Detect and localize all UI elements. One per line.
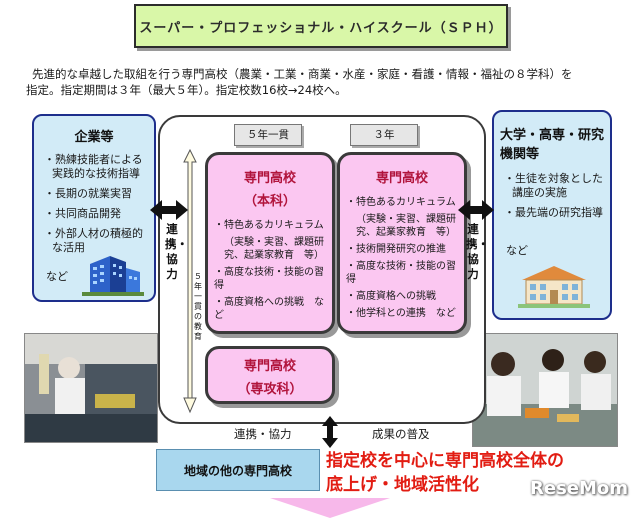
- workshop-photo-image: [25, 334, 157, 442]
- school-three-item: ・技術開発研究の推進: [346, 244, 446, 255]
- other-schools-box: 地域の他の専門高校: [156, 449, 320, 491]
- companies-item: ・熟練技能者による実践的な技術指導: [44, 153, 143, 180]
- lab-photo: [472, 333, 618, 447]
- university-building-icon: [518, 266, 590, 308]
- five-year-edu-label: ５年一貫の教育: [194, 272, 202, 341]
- resemom-logo: ReseMom: [530, 478, 630, 506]
- universities-list: ・生徒を対象とした講座の実施 ・最先端の研究指導: [504, 172, 604, 220]
- page-title: スーパー・プロフェッショナル・ハイスクール（ＳＰＨ）: [134, 4, 508, 48]
- school-advanced-subtitle: （専攻科）: [237, 382, 303, 397]
- pink-down-arrow-icon: [270, 498, 390, 518]
- school-three-item: ・高度資格への挑戦: [346, 291, 436, 302]
- school-three-item: ・高度な技術・技能の習得: [346, 261, 456, 285]
- bottom-spread-label: 成果の普及: [372, 427, 430, 441]
- bottom-link-label: 連携・協力: [234, 427, 292, 441]
- lab-photo-image: [473, 334, 617, 446]
- companies-list: ・熟練技能者による実践的な技術指導 ・長期の就業実習 ・共同商品開発 ・外部人材…: [44, 153, 148, 255]
- left-link-label: 連携・協力: [165, 222, 188, 281]
- companies-item: ・長期の就業実習: [44, 187, 132, 200]
- school-main-title: 専門高校: [243, 171, 296, 186]
- school-three-title: 専門高校: [375, 171, 428, 186]
- school-main-item: ・特色あるカリキュラム: [214, 220, 324, 231]
- tag-five-year: ５年一貫: [234, 124, 302, 146]
- workshop-photo: [24, 333, 158, 443]
- slogan: 指定校を中心に専門高校全体の 底上げ・地域活性化: [326, 449, 626, 497]
- universities-item: ・生徒を対象とした講座の実施: [504, 172, 603, 199]
- school-advanced-box: 専門高校 （専攻科）: [205, 346, 335, 404]
- companies-etc: など: [46, 270, 68, 283]
- resemom-logo-text: ReseMom: [530, 478, 629, 499]
- companies-title: 企業等: [74, 130, 114, 145]
- intro-line-1: 先進的な卓越した取組を行う専門高校（農業・工業・商業・水産・家庭・看護・情報・福…: [32, 67, 573, 81]
- school-main-item: ・高度な技術・技能の習得: [214, 267, 324, 291]
- school-main-subtitle: （本科）: [243, 194, 296, 209]
- school-three-item: ・特色あるカリキュラム: [346, 197, 456, 208]
- school-three-list: ・特色あるカリキュラム （実験・実習、課題研究、起業家教育 等） ・技術開発研究…: [346, 196, 460, 320]
- right-link-label: 連携・協力: [466, 222, 489, 281]
- school-main-item: ・高度資格への挑戦 など: [214, 297, 324, 321]
- intro-text: 先進的な卓越した取組を行う専門高校（農業・工業・商業・水産・家庭・看護・情報・福…: [26, 66, 622, 98]
- universities-box: 大学・高専・研究機関等 ・生徒を対象とした講座の実施 ・最先端の研究指導 など: [492, 110, 612, 320]
- companies-box: 企業等 ・熟練技能者による実践的な技術指導 ・長期の就業実習 ・共同商品開発 ・…: [32, 114, 156, 302]
- school-advanced-title: 専門高校: [243, 359, 296, 374]
- school-three-item: ・他学科との連携 など: [346, 308, 456, 319]
- office-building-icon: [82, 256, 144, 296]
- companies-item: ・共同商品開発: [44, 207, 121, 220]
- school-main-item: （実験・実習、課題研究、起業家教育 等）: [224, 237, 324, 261]
- school-three-box: 専門高校 ・特色あるカリキュラム （実験・実習、課題研究、起業家教育 等） ・技…: [337, 152, 467, 334]
- slogan-line-2: 底上げ・地域活性化: [326, 475, 479, 495]
- school-three-item: （実験・実習、課題研究、起業家教育 等）: [356, 214, 456, 238]
- companies-item: ・外部人材の積極的な活用: [44, 227, 143, 254]
- universities-item: ・最先端の研究指導: [504, 206, 603, 219]
- universities-title: 大学・高専・研究機関等: [500, 128, 605, 162]
- tag-three-year: ３年: [350, 124, 418, 146]
- school-main-box: 専門高校 （本科） ・特色あるカリキュラム （実験・実習、課題研究、起業家教育 …: [205, 152, 335, 334]
- school-main-list: ・特色あるカリキュラム （実験・実習、課題研究、起業家教育 等） ・高度な技術・…: [214, 219, 328, 322]
- universities-etc: など: [506, 244, 528, 257]
- intro-line-2: 指定。指定期間は３年（最大５年）。指定校数16校→24校へ。: [26, 83, 347, 97]
- slogan-line-1: 指定校を中心に専門高校全体の: [326, 451, 564, 471]
